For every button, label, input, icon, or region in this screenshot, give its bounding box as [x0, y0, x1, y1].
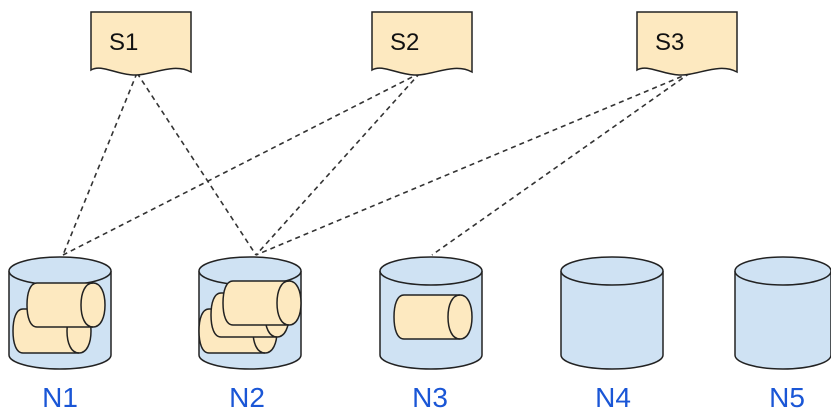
node-n3-stored-shards	[393, 294, 473, 340]
node-n3-cylinder-top	[379, 256, 483, 286]
node-n4-cylinder-icon	[560, 271, 664, 370]
node-n1-stored-shards	[12, 282, 106, 354]
connector-s1-n2	[136, 72, 257, 256]
shard-s1: S1	[90, 11, 192, 76]
node-n2-label: N2	[229, 382, 265, 413]
stored-shard-document-icon	[222, 280, 302, 326]
node-n3: N3	[379, 256, 483, 413]
connector-s2-n2	[255, 72, 421, 256]
connector-s1-n1	[62, 72, 138, 256]
node-n3-label: N3	[412, 382, 448, 413]
shard-s3: S3	[636, 11, 738, 76]
node-n5-label: N5	[769, 382, 805, 413]
stored-shard-document-icon	[393, 294, 473, 340]
node-n2-stored-shards	[198, 280, 302, 354]
node-n1: N1	[8, 256, 112, 413]
node-n1-cylinder-top	[8, 256, 112, 286]
shard-s3-label: S3	[655, 29, 684, 56]
node-n5-cylinder-top	[734, 256, 831, 286]
connector-lines	[62, 72, 691, 256]
node-n4-cylinder-top	[560, 256, 664, 286]
node-n2: N2	[198, 256, 302, 413]
node-n1-label: N1	[42, 382, 78, 413]
connector-s3-n2	[255, 72, 691, 256]
shard-s1-label: S1	[109, 29, 138, 56]
connector-s2-n1	[62, 72, 421, 256]
node-n5: N5	[734, 256, 831, 413]
shard-s1-document-icon	[90, 11, 192, 76]
shard-s2: S2	[371, 11, 473, 76]
node-n4: N4	[560, 256, 664, 413]
node-n4-label: N4	[595, 382, 631, 413]
shard-s3-document-icon	[636, 11, 738, 76]
shard-s2-document-icon	[371, 11, 473, 76]
stored-shard-document-icon	[26, 282, 106, 328]
node-n5-cylinder-icon	[734, 271, 831, 370]
connector-s3-n3	[431, 72, 691, 256]
shard-s2-label: S2	[390, 29, 419, 56]
